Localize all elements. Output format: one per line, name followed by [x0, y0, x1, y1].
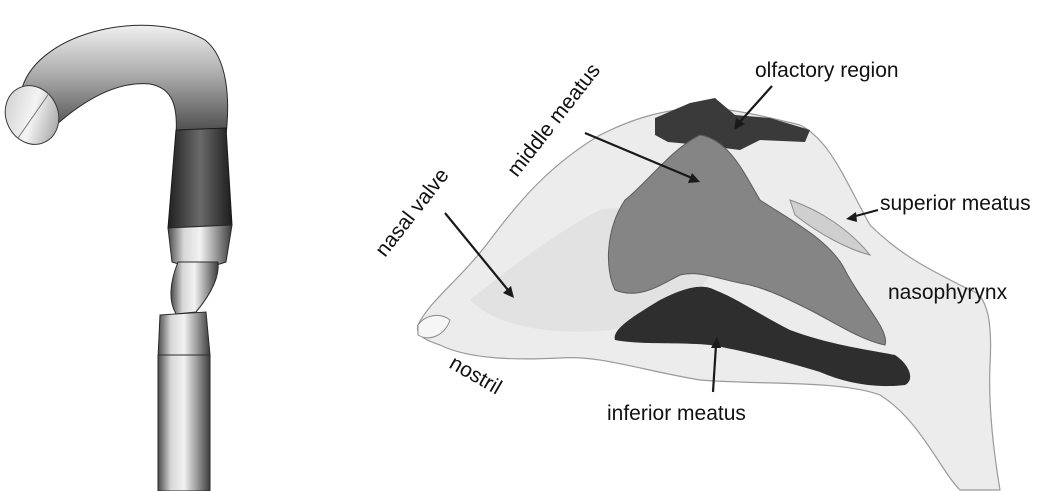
- tube-kink: [158, 312, 210, 358]
- tube-connector: [168, 225, 232, 267]
- label-olfactory-region: olfactory region: [755, 59, 899, 82]
- idealized-airway-model: [0, 25, 232, 491]
- label-nasophyrynx: nasophyrynx: [888, 281, 1008, 304]
- label-inferior-meatus: inferior meatus: [607, 402, 746, 425]
- label-superior-meatus: superior meatus: [880, 192, 1031, 215]
- tube-lower-pipe: [158, 355, 210, 491]
- label-nostril: nostril: [446, 351, 506, 399]
- tube-upper-section: [168, 128, 232, 228]
- label-nasal-valve: nasal valve: [371, 164, 454, 261]
- tube-constriction: [171, 262, 218, 314]
